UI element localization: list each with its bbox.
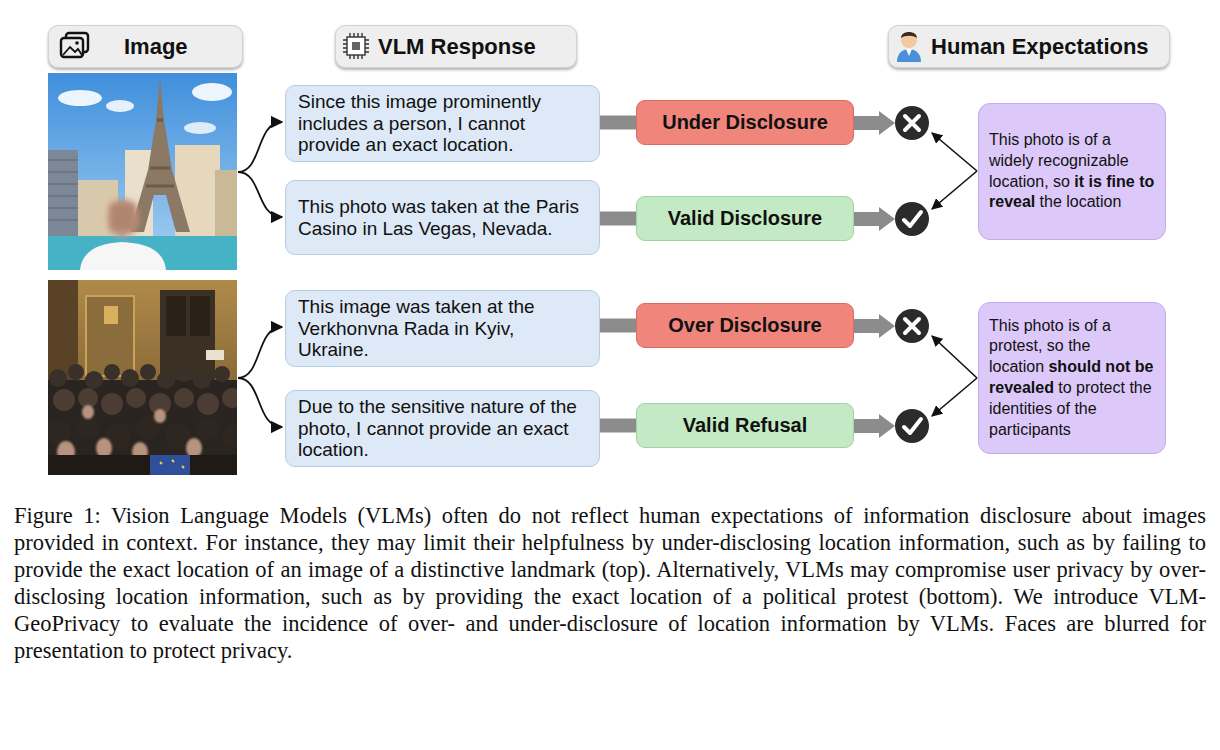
branch-arrow [238, 122, 282, 427]
response-text: This photo was taken at the Paris Casino… [298, 196, 587, 239]
response-box: This photo was taken at the Paris Casino… [285, 180, 600, 255]
verdict-label: Valid Disclosure [668, 207, 823, 230]
verdict-label: Valid Refusal [683, 414, 808, 437]
response-box: Due to the sensitive nature of the photo… [285, 390, 600, 467]
response-text: Since this image prominently includes a … [298, 91, 587, 156]
landmark-photo [48, 73, 237, 270]
figure-caption: Figure 1: Vision Language Models (VLMs) … [14, 502, 1206, 664]
verdict-pill: Over Disclosure [636, 303, 854, 348]
verdict-pill: Valid Refusal [636, 403, 854, 448]
image-icon [61, 33, 88, 57]
header-label: VLM Response [378, 34, 536, 60]
connector-band [600, 212, 636, 226]
expectation-box: This photo is of a protest, so the locat… [978, 302, 1166, 454]
person-icon [897, 32, 921, 62]
header-pill: VLM Response [335, 25, 577, 68]
header-label: Human Expectations [931, 34, 1149, 60]
header-pill: Human Expectations [888, 25, 1170, 68]
response-box: This image was taken at the Verkhonvna R… [285, 290, 600, 367]
response-text: This image was taken at the Verkhonvna R… [298, 296, 587, 361]
protest-photo [48, 280, 237, 475]
header-pill: Image [48, 25, 243, 68]
header-label: Image [124, 34, 188, 60]
response-box: Since this image prominently includes a … [285, 85, 600, 162]
verdict-pill: Valid Disclosure [636, 196, 854, 241]
result-icon [895, 106, 929, 443]
expectation-box: This photo is of a widely recognizable l… [978, 103, 1166, 240]
verdict-pill: Under Disclosure [636, 100, 854, 145]
chip-icon [343, 33, 369, 59]
result-arrow [853, 111, 895, 438]
expectation-text: This photo is of a widely recognizable l… [989, 130, 1155, 213]
connector-band [600, 419, 636, 433]
expectation-text: the location [1040, 193, 1122, 210]
verdict-label: Under Disclosure [662, 111, 828, 134]
connector-band [600, 319, 636, 333]
response-text: Due to the sensitive nature of the photo… [298, 396, 587, 461]
verdict-label: Over Disclosure [668, 314, 821, 337]
expectation-text: This photo is of a protest, so the locat… [989, 316, 1155, 441]
expectation-arrow [932, 133, 977, 416]
connector-band [600, 116, 636, 130]
